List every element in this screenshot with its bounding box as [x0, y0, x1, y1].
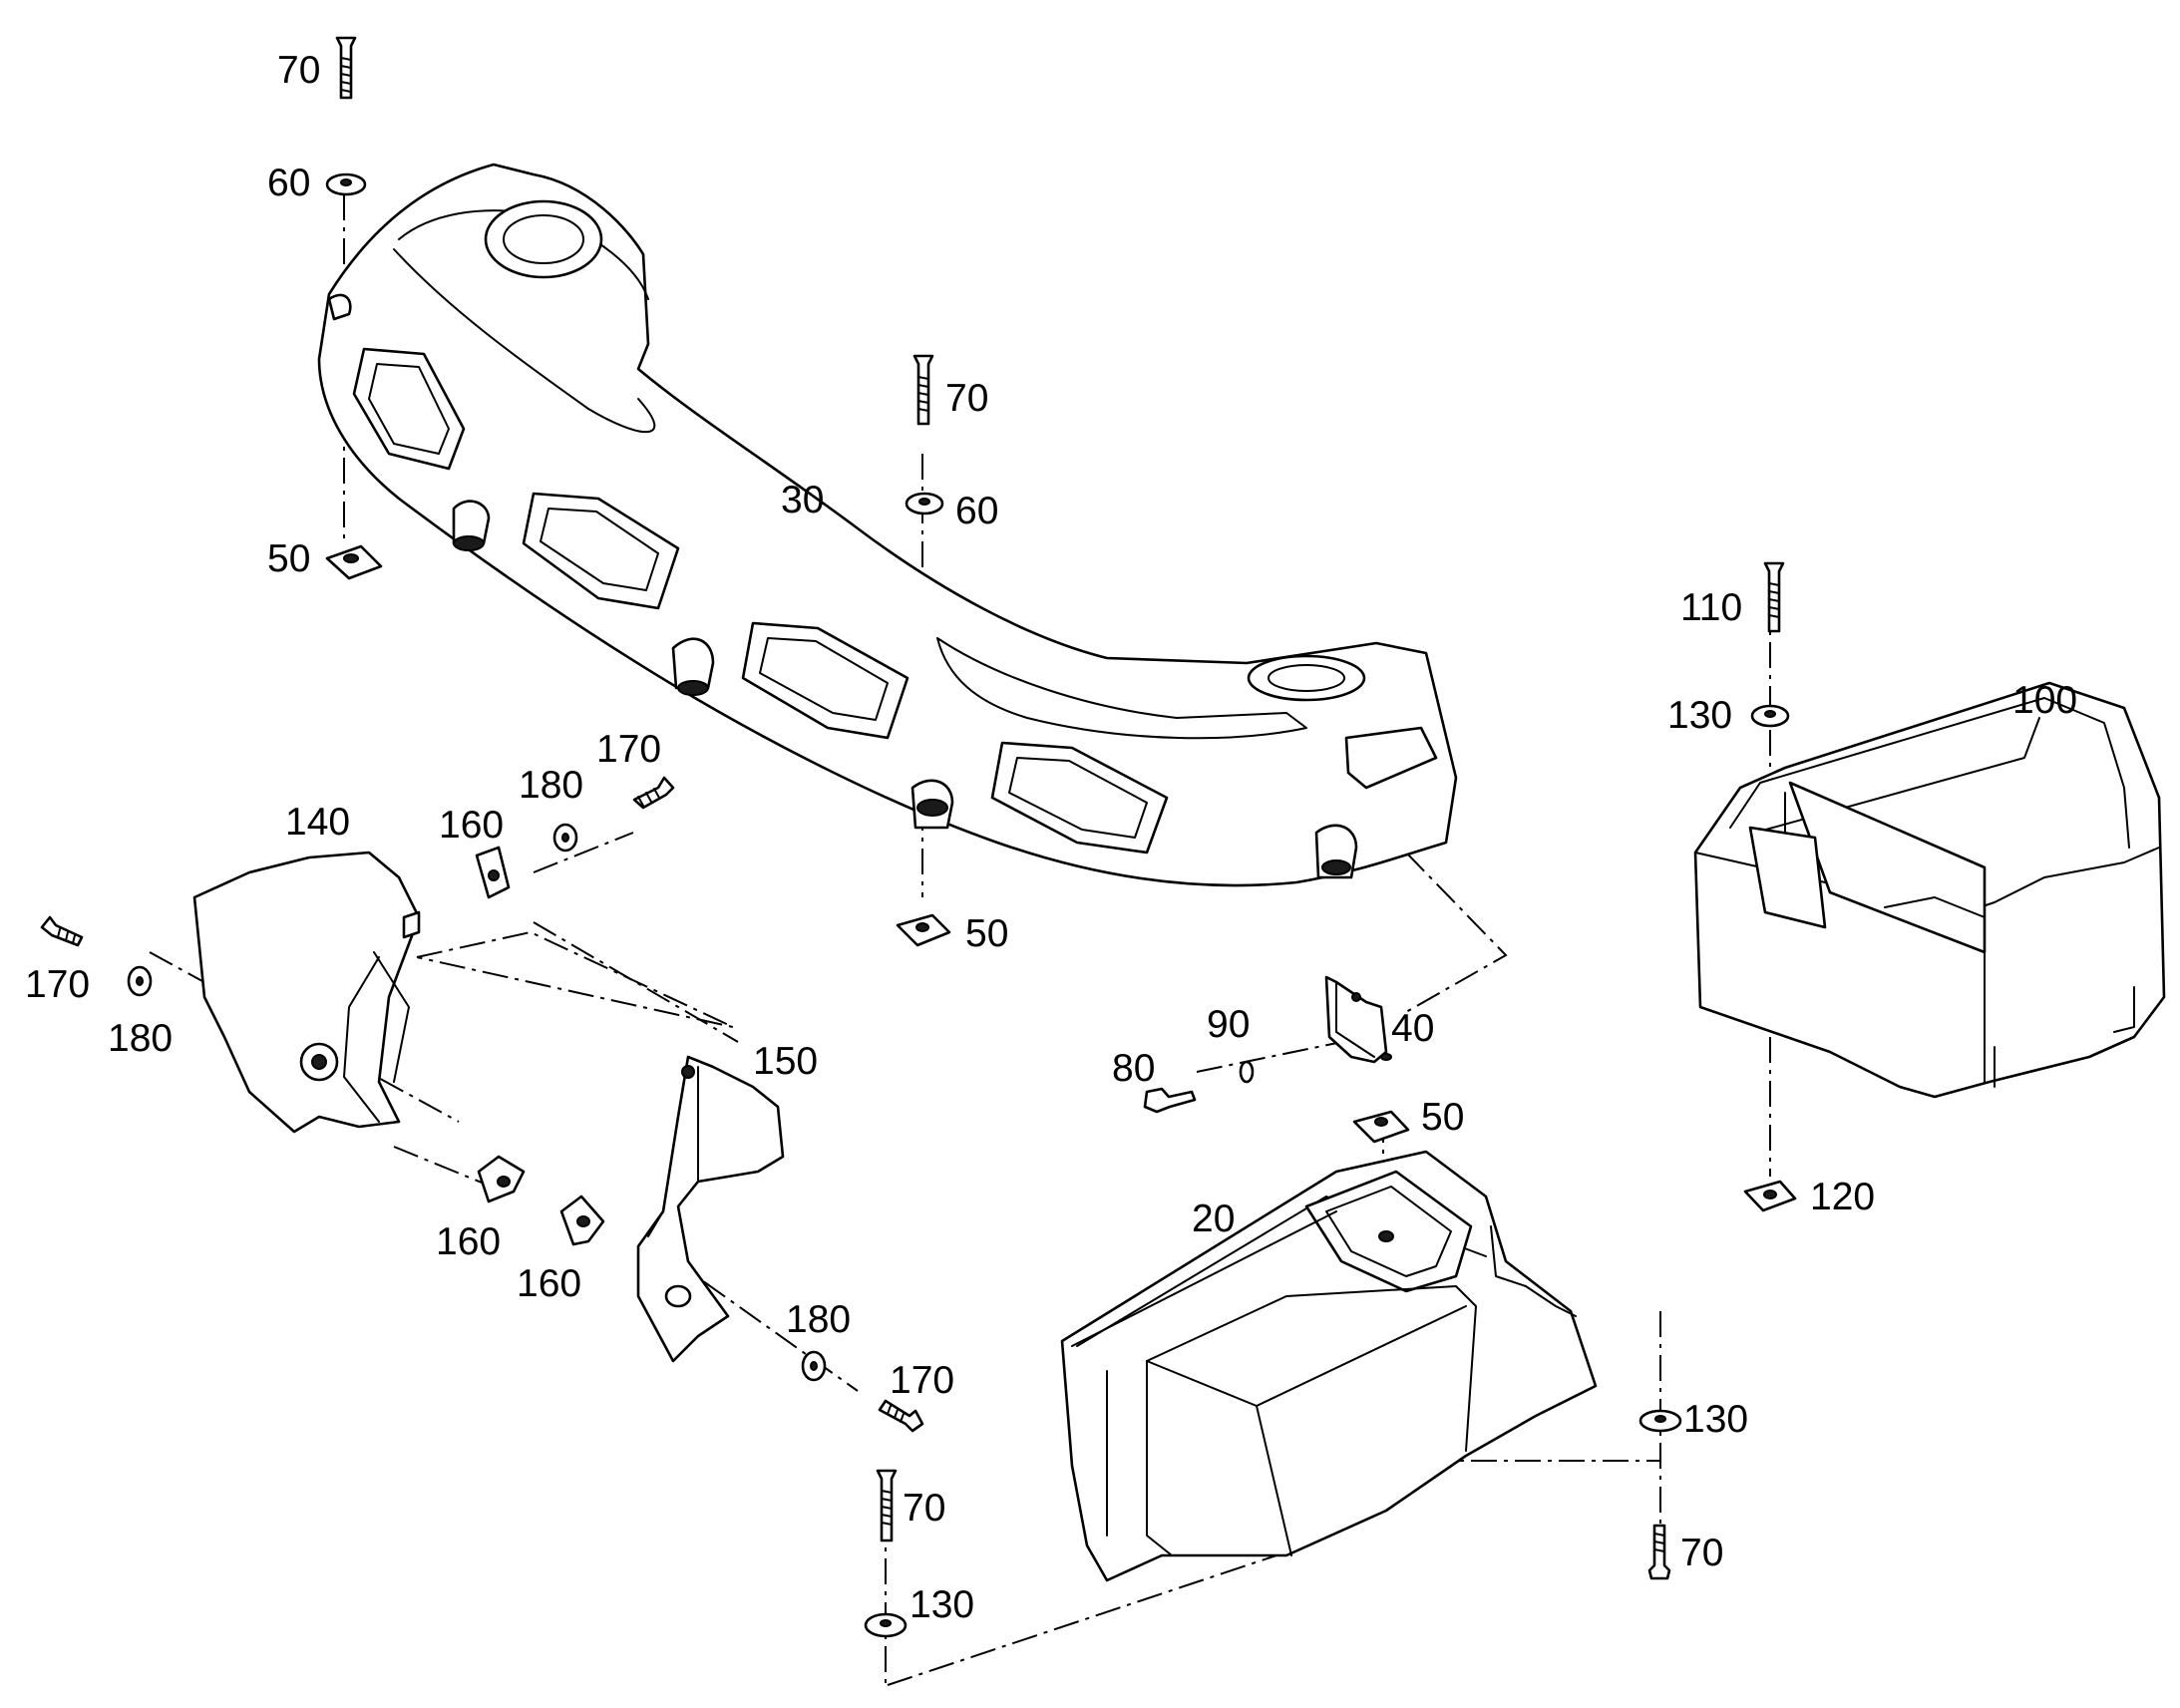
screw-110 [1763, 561, 1785, 633]
part-100-storage-tray [1693, 681, 2166, 1099]
washer-180-lower [801, 1350, 827, 1382]
callout-170: 170 [25, 963, 90, 1006]
screw-70-lower-right [1647, 1524, 1671, 1580]
callout-90: 90 [1207, 1003, 1250, 1046]
nut-50-mid [896, 913, 951, 947]
washer-130-bottom [864, 1612, 908, 1638]
callout-60: 60 [267, 162, 310, 204]
part-140-left-cover [192, 851, 421, 1134]
callout-30: 30 [781, 479, 824, 521]
callout-70: 70 [1680, 1532, 1723, 1574]
washer-60-mid [905, 492, 944, 515]
callout-160: 160 [517, 1262, 581, 1305]
bolt-80 [1143, 1087, 1197, 1114]
callout-70: 70 [903, 1487, 945, 1530]
callout-150: 150 [753, 1040, 818, 1083]
washer-130-right [1750, 704, 1790, 728]
callout-130: 130 [1683, 1398, 1748, 1441]
nut-50-left [325, 544, 383, 580]
callout-140: 140 [285, 801, 350, 844]
clip-nut-160-lower-b [559, 1195, 605, 1246]
washer-90 [1239, 1060, 1255, 1084]
screw-70-top [335, 36, 357, 100]
part-20-console-box [1060, 1150, 1598, 1582]
callout-labels: 70 60 50 30 70 60 50 110 130 100 120 140… [25, 49, 2077, 1626]
screw-70-bottom [876, 1469, 898, 1542]
callout-160: 160 [436, 1220, 501, 1263]
callout-60: 60 [955, 490, 998, 532]
callout-180: 180 [108, 1017, 173, 1060]
screw-170-lower [878, 1399, 924, 1433]
callout-180: 180 [519, 764, 583, 807]
clip-nut-160-upper [475, 846, 511, 899]
screw-70-mid [912, 354, 934, 426]
callout-130: 130 [1667, 694, 1732, 737]
fasteners [40, 36, 1797, 1638]
screw-170-upper [632, 776, 675, 810]
washer-180-upper [552, 823, 578, 853]
part-150-right-cover [636, 1055, 785, 1363]
callout-50: 50 [965, 912, 1008, 955]
callout-80: 80 [1112, 1047, 1155, 1090]
washer-180-left [127, 965, 153, 997]
callout-40: 40 [1391, 1007, 1434, 1050]
callout-50: 50 [267, 537, 310, 580]
callout-100: 100 [2012, 679, 2077, 722]
callout-170: 170 [890, 1359, 954, 1402]
callout-50: 50 [1421, 1096, 1464, 1139]
part-40-bracket [1324, 975, 1392, 1064]
callout-120: 120 [1810, 1176, 1875, 1218]
callout-160: 160 [439, 804, 504, 847]
screw-170-left [40, 915, 84, 947]
callout-170: 170 [596, 728, 661, 771]
nut-50-right [1352, 1110, 1410, 1144]
callout-130: 130 [909, 1583, 974, 1626]
callout-70: 70 [277, 49, 320, 92]
callout-20: 20 [1192, 1197, 1235, 1240]
callout-70: 70 [945, 377, 988, 420]
part-30-upper-panel [317, 163, 1458, 887]
washer-60-top [325, 172, 367, 196]
clip-nut-160-lower-a [477, 1155, 526, 1203]
callout-110: 110 [1680, 586, 1742, 629]
washer-130-lower-right [1638, 1409, 1682, 1433]
callout-180: 180 [786, 1298, 851, 1341]
nut-120 [1743, 1180, 1797, 1212]
